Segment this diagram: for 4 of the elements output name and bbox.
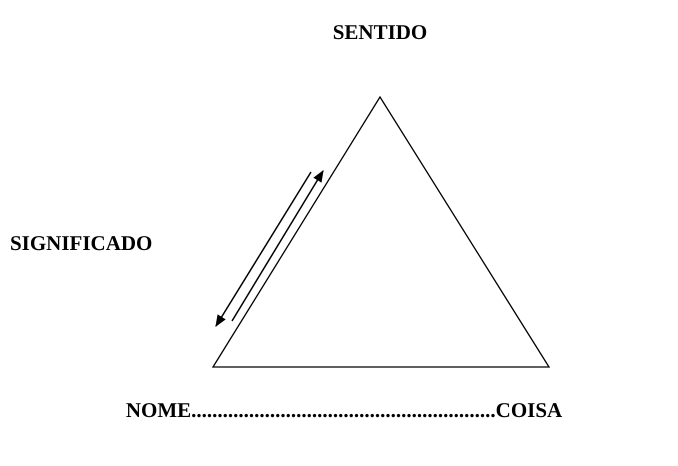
vertex-label: NOME..........................................................COISA <box>126 400 562 421</box>
side-label: SIGNIFICADO <box>10 233 152 254</box>
vertex-label: SENTIDO <box>332 22 428 43</box>
triangle-shape <box>212 96 550 368</box>
